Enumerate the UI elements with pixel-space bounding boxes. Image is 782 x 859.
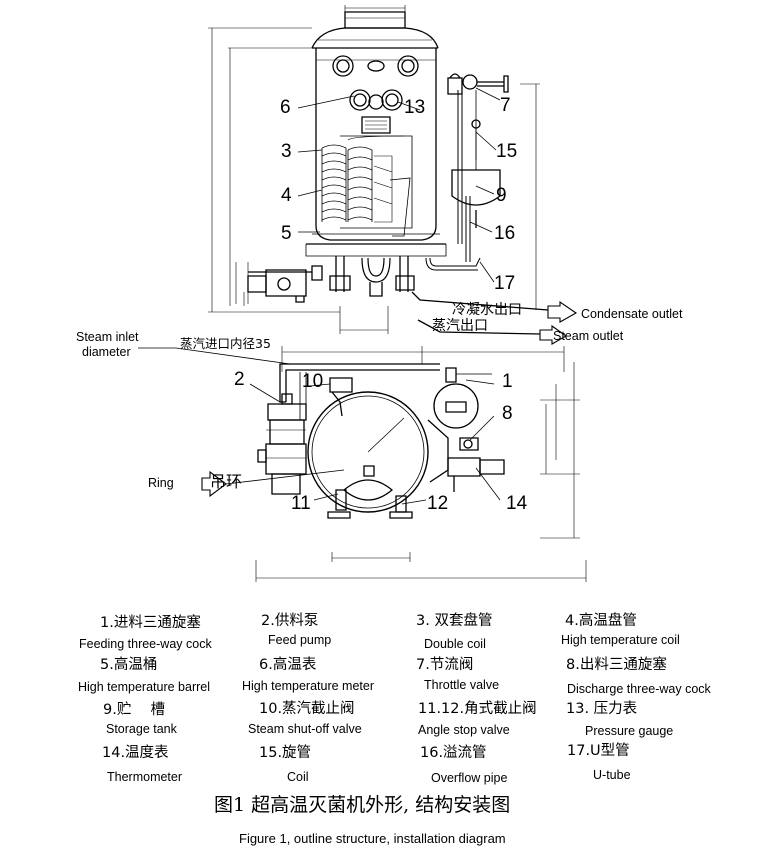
steam-inlet-cn: 蒸汽进口内径35 <box>180 336 271 351</box>
legend-item-6-cn: 6.高温表 <box>259 657 317 673</box>
ring-en: Ring <box>148 476 174 490</box>
legend-item-16-en: Overflow pipe <box>431 771 508 785</box>
legend-item-5-cn: 5.高温桶 <box>100 657 158 673</box>
legend-item-16-cn: 16.溢流管 <box>420 745 487 761</box>
condensate-outlet-en: Condensate outlet <box>581 307 683 321</box>
legend-item-2-cn: 2.供料泵 <box>261 613 319 629</box>
callout-4: 4 <box>281 185 292 206</box>
legend-item-2-en: Feed pump <box>268 633 332 647</box>
legend-item-14-cn: 14.温度表 <box>102 745 169 761</box>
callout-8: 8 <box>502 403 513 424</box>
callout-5: 5 <box>281 223 292 244</box>
legend-item-10-cn: 10.蒸汽截止阀 <box>259 701 355 717</box>
callout-9: 9 <box>496 185 507 206</box>
legend-item-15-en: Coil <box>287 770 309 784</box>
steam-outlet-cn: 蒸汽出口 <box>432 318 488 334</box>
legend-item-17-en: U-tube <box>593 768 631 782</box>
legend-item-5-en: High temperature barrel <box>78 680 211 694</box>
legend-item-6-en: High temperature meter <box>242 679 375 693</box>
legend-item-3-en: Double coil <box>424 637 486 651</box>
front-elevation <box>208 5 578 345</box>
callout-6: 6 <box>280 97 291 118</box>
legend-item-11-en: Angle stop valve <box>418 723 510 737</box>
figure-caption-en: Figure 1, outline structure, installatio… <box>239 831 506 846</box>
legend-item-13-cn: 13. 压力表 <box>566 701 638 717</box>
legend-item-3-cn: 3. 双套盘管 <box>416 613 493 629</box>
legend-item-10-en: Steam shut-off valve <box>248 722 362 736</box>
callout-12: 12 <box>427 493 449 514</box>
legend-item-9-cn: 9.贮 槽 <box>103 702 165 718</box>
callout-2: 2 <box>234 369 245 390</box>
steam-inlet-en-2: diameter <box>82 345 131 359</box>
legend-item-17-cn: 17.U型管 <box>567 743 630 759</box>
legend-item-8-cn: 8.出料三通旋塞 <box>566 657 667 673</box>
callout-15: 15 <box>496 141 518 162</box>
legend-item-7-en: Throttle valve <box>424 678 500 692</box>
legend-item-4-cn: 4.高温盘管 <box>565 613 637 629</box>
condensate-outlet-cn: 冷凝水出口 <box>452 302 522 318</box>
ring-cn: 吊环 <box>210 472 243 491</box>
figure-caption-cn: 图1 超高温灭菌机外形, 结构安装图 <box>214 794 511 816</box>
callout-16: 16 <box>494 223 516 244</box>
legend-item-4-en: High temperature coil <box>561 633 680 647</box>
legend-item-7-cn: 7.节流阀 <box>416 657 474 673</box>
legend-item-13-en: Pressure gauge <box>585 724 674 738</box>
legend-item-1-en: Feeding three-way cock <box>79 637 212 651</box>
steam-inlet-en-1: Steam inlet <box>76 330 139 344</box>
steam-outlet-en: Steam outlet <box>553 329 624 343</box>
legend-item-1-cn: 1.进料三通旋塞 <box>100 615 201 631</box>
legend-item-14-en: Thermometer <box>107 770 183 784</box>
plan-view <box>138 346 587 582</box>
callout-13: 13 <box>404 97 426 118</box>
callout-14: 14 <box>506 493 528 514</box>
callout-1: 1 <box>502 371 513 392</box>
callout-17: 17 <box>494 273 516 294</box>
legend-item-8-en: Discharge three-way cock <box>567 682 711 696</box>
callout-11: 11 <box>291 493 311 514</box>
callout-3: 3 <box>281 141 292 162</box>
legend-item-9-en: Storage tank <box>106 722 177 736</box>
callout-7: 7 <box>500 95 511 116</box>
callout-10: 10 <box>302 371 324 392</box>
legend-item-15-cn: 15.旋管 <box>259 745 312 761</box>
legend-item-11-cn: 11.12.角式截止阀 <box>418 701 537 717</box>
